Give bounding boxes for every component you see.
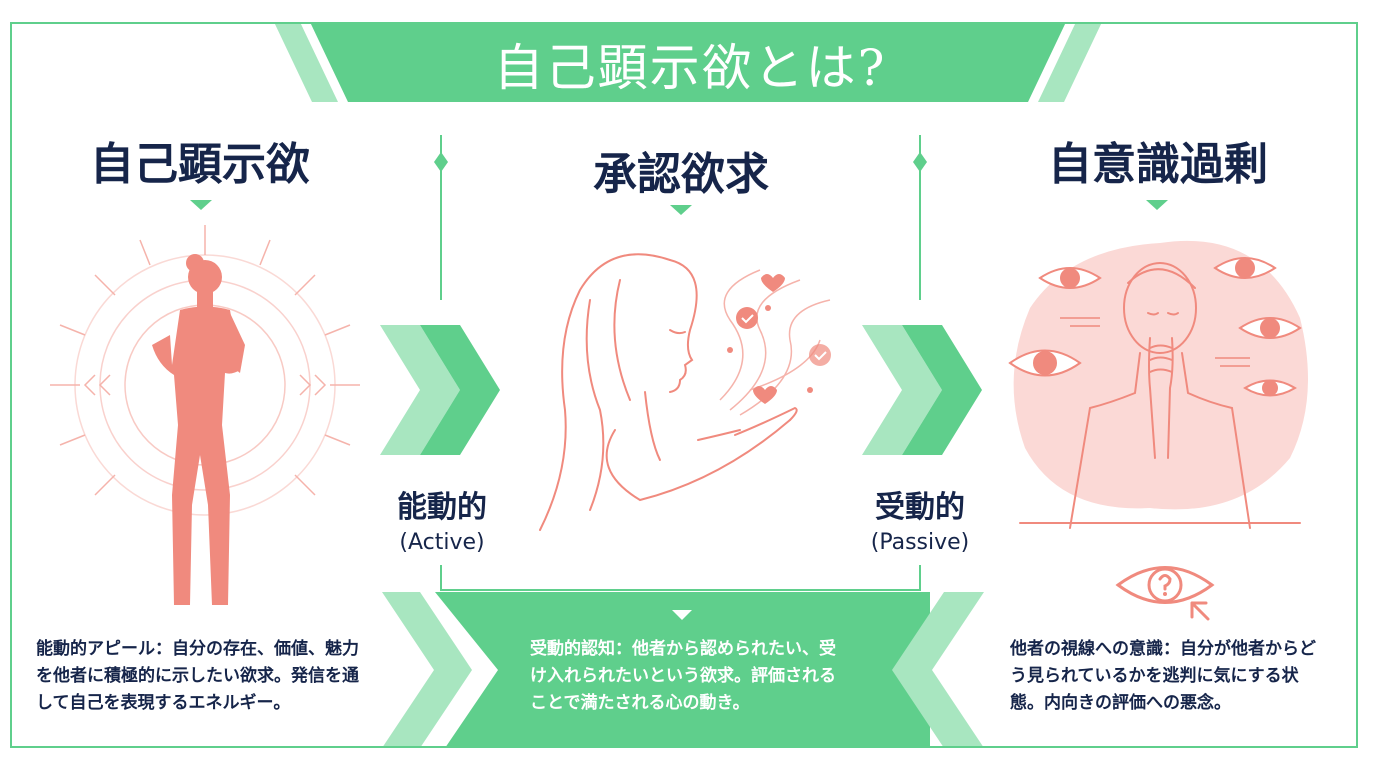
transition-active-jp: 能動的 xyxy=(397,490,487,525)
divider-diamond-right xyxy=(913,152,927,172)
bottom-left-chevron xyxy=(382,592,472,748)
bottom-right-chevron xyxy=(892,592,984,748)
chevron-arrow-right xyxy=(862,325,982,455)
transition-label-active: 能動的 (Active) xyxy=(352,482,532,555)
transition-label-passive: 受動的 (Passive) xyxy=(830,482,1010,555)
heading-arrow-middle xyxy=(670,205,692,215)
woman-surrounded-by-eyes-icon xyxy=(1000,228,1320,538)
column-heading-approval: 承認欲求 xyxy=(593,149,769,200)
description-approval: 受動的認知：他者から認められたい、受け入れられたいという欲求。評価されることで満… xyxy=(530,639,836,713)
title-banner xyxy=(310,22,1066,102)
column-heading-self-conscious: 自意識過剰 xyxy=(1048,139,1268,190)
bottom-center-band xyxy=(435,592,930,748)
standing-silhouette-icon xyxy=(40,225,370,615)
heading-arrow-right xyxy=(1146,200,1168,210)
heading-arrow-left xyxy=(190,200,212,210)
column-heading-self-display: 自己顕示欲 xyxy=(90,139,310,190)
woman-with-hearts-icon xyxy=(520,240,850,540)
eye-icons xyxy=(1008,257,1302,397)
connector-bracket xyxy=(440,565,921,591)
outer-frame xyxy=(10,22,1358,748)
transition-passive-jp: 受動的 xyxy=(875,490,965,525)
eye-question-cursor-icon xyxy=(1110,555,1220,625)
transition-active-en: (Active) xyxy=(399,530,485,555)
description-self-display: 能動的アピール：自分の存在、価値、魅力を他者に積極的に示したい欲求。発信を通して… xyxy=(36,639,359,713)
bottom-center-arrow xyxy=(672,610,692,620)
page-title: 自己顕示欲とは? xyxy=(493,39,887,97)
transition-passive-en: (Passive) xyxy=(870,530,970,555)
description-self-conscious: 他者の視線への意識：自分が他者からどう見られているかを逃判に気にする状態。内向き… xyxy=(1010,639,1316,713)
divider-diamond-left xyxy=(434,152,448,172)
title-banner-right-stripe xyxy=(1038,22,1102,102)
chevron-arrow-left xyxy=(380,325,500,455)
title-banner-left-stripe xyxy=(274,22,338,102)
